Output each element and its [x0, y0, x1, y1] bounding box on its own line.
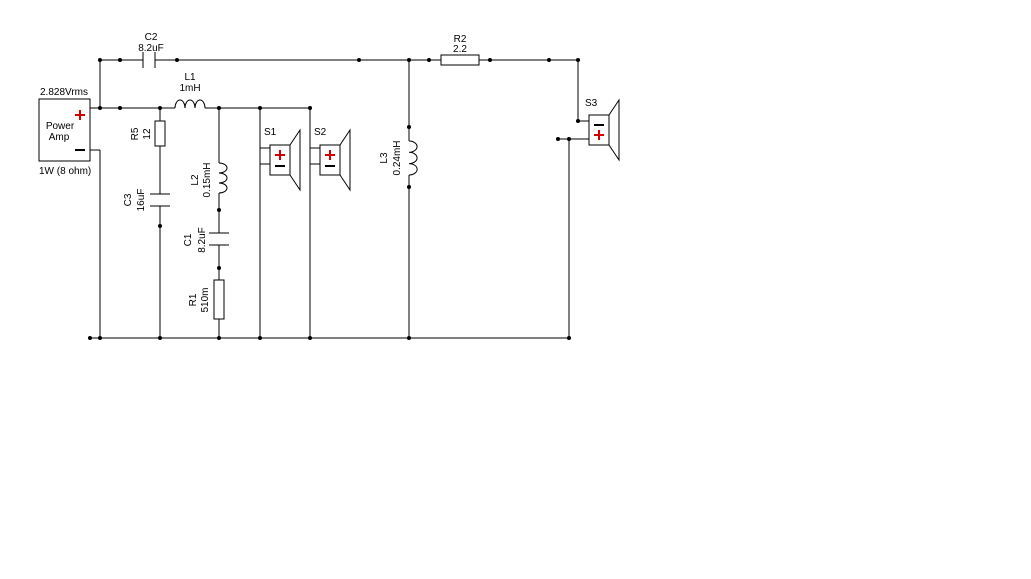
junction-dot: [556, 137, 560, 141]
c3-value-label: 16uF: [136, 189, 147, 212]
c1-value-label: 8.2uF: [197, 227, 208, 253]
r1-value-label: 510m: [200, 287, 211, 312]
junction-dot: [567, 336, 571, 340]
r1-ref-label: R1: [188, 293, 199, 306]
l1-ref-label: L1: [184, 72, 196, 83]
inductor-l3[interactable]: L3 0.24mH: [379, 140, 418, 176]
power-amp-label-line1: Power: [46, 121, 75, 132]
junction-dot: [258, 336, 262, 340]
c2-value-label: 8.2uF: [138, 43, 164, 54]
junction-dot: [217, 266, 221, 270]
c1-ref-label: C1: [183, 233, 194, 246]
junction-dot: [407, 58, 411, 62]
junction-dot: [98, 336, 102, 340]
c2-ref-label: C2: [145, 32, 158, 43]
inductor-l2[interactable]: L2 0.15mH: [190, 162, 228, 198]
speaker-s1[interactable]: S1: [264, 127, 301, 192]
r2-value-label: 2.2: [453, 44, 467, 55]
resistor-r1[interactable]: R1 510m: [188, 279, 225, 320]
l2-ref-label: L2: [190, 174, 201, 186]
l3-value-label: 0.24mH: [392, 140, 403, 175]
inductor-coil-icon: [174, 99, 206, 109]
junction-dot: [158, 106, 162, 110]
speaker-cone-icon: [289, 128, 301, 192]
junction-dot: [158, 224, 162, 228]
capacitor-c2[interactable]: C2 8.2uF: [138, 32, 164, 68]
power-amp-label-line2: Amp: [49, 132, 70, 143]
junction-dot: [576, 119, 580, 123]
junction-dot: [576, 58, 580, 62]
junction-dot: [217, 208, 221, 212]
source-power-label: 1W (8 ohm): [39, 166, 91, 177]
junction-dot: [308, 336, 312, 340]
junction-dot: [407, 185, 411, 189]
junction-dot: [158, 336, 162, 340]
source-voltage-label: 2.828Vrms: [40, 87, 88, 98]
junction-dot: [488, 58, 492, 62]
junction-dots: [88, 58, 580, 340]
junction-dot: [118, 106, 122, 110]
speaker-s3[interactable]: S3: [585, 98, 620, 162]
resistor-body: [213, 279, 225, 320]
inductor-coil-icon: [218, 162, 228, 194]
junction-dot: [547, 58, 551, 62]
junction-dot: [217, 336, 221, 340]
junction-dot: [407, 336, 411, 340]
wires: [90, 59, 589, 339]
l1-value-label: 1mH: [179, 83, 200, 94]
junction-dot: [88, 336, 92, 340]
capacitor-c1[interactable]: C1 8.2uF: [183, 227, 229, 253]
r5-value-label: 12: [142, 128, 153, 140]
junction-dot: [217, 106, 221, 110]
junction-dot: [407, 125, 411, 129]
junction-dot: [98, 58, 102, 62]
r2-ref-label: R2: [454, 34, 467, 45]
resistor-r5[interactable]: R5 12: [130, 120, 166, 147]
speaker-cone-icon: [608, 98, 620, 162]
inductor-l1[interactable]: L1 1mH: [174, 72, 206, 109]
c3-ref-label: C3: [123, 193, 134, 206]
junction-dot: [427, 58, 431, 62]
s2-ref-label: S2: [314, 127, 327, 138]
speaker-s2[interactable]: S2: [314, 127, 351, 192]
junction-dot: [258, 106, 262, 110]
junction-dot: [357, 58, 361, 62]
l3-ref-label: L3: [379, 152, 390, 164]
junction-dot: [175, 58, 179, 62]
s3-ref-label: S3: [585, 98, 598, 109]
r5-ref-label: R5: [130, 127, 141, 140]
l2-value-label: 0.15mH: [202, 162, 213, 197]
s1-ref-label: S1: [264, 127, 277, 138]
junction-dot: [118, 58, 122, 62]
inductor-coil-icon: [408, 140, 418, 176]
power-amp[interactable]: Power Amp 2.828Vrms 1W (8 ohm): [38, 87, 91, 177]
resistor-r2[interactable]: R2 2.2: [440, 34, 480, 66]
capacitor-c3[interactable]: C3 16uF: [123, 189, 170, 212]
resistor-body: [440, 54, 480, 66]
speaker-cone-icon: [339, 128, 351, 192]
resistor-body: [154, 120, 166, 147]
junction-dot: [567, 137, 571, 141]
junction-dot: [308, 106, 312, 110]
junction-dot: [98, 106, 102, 110]
